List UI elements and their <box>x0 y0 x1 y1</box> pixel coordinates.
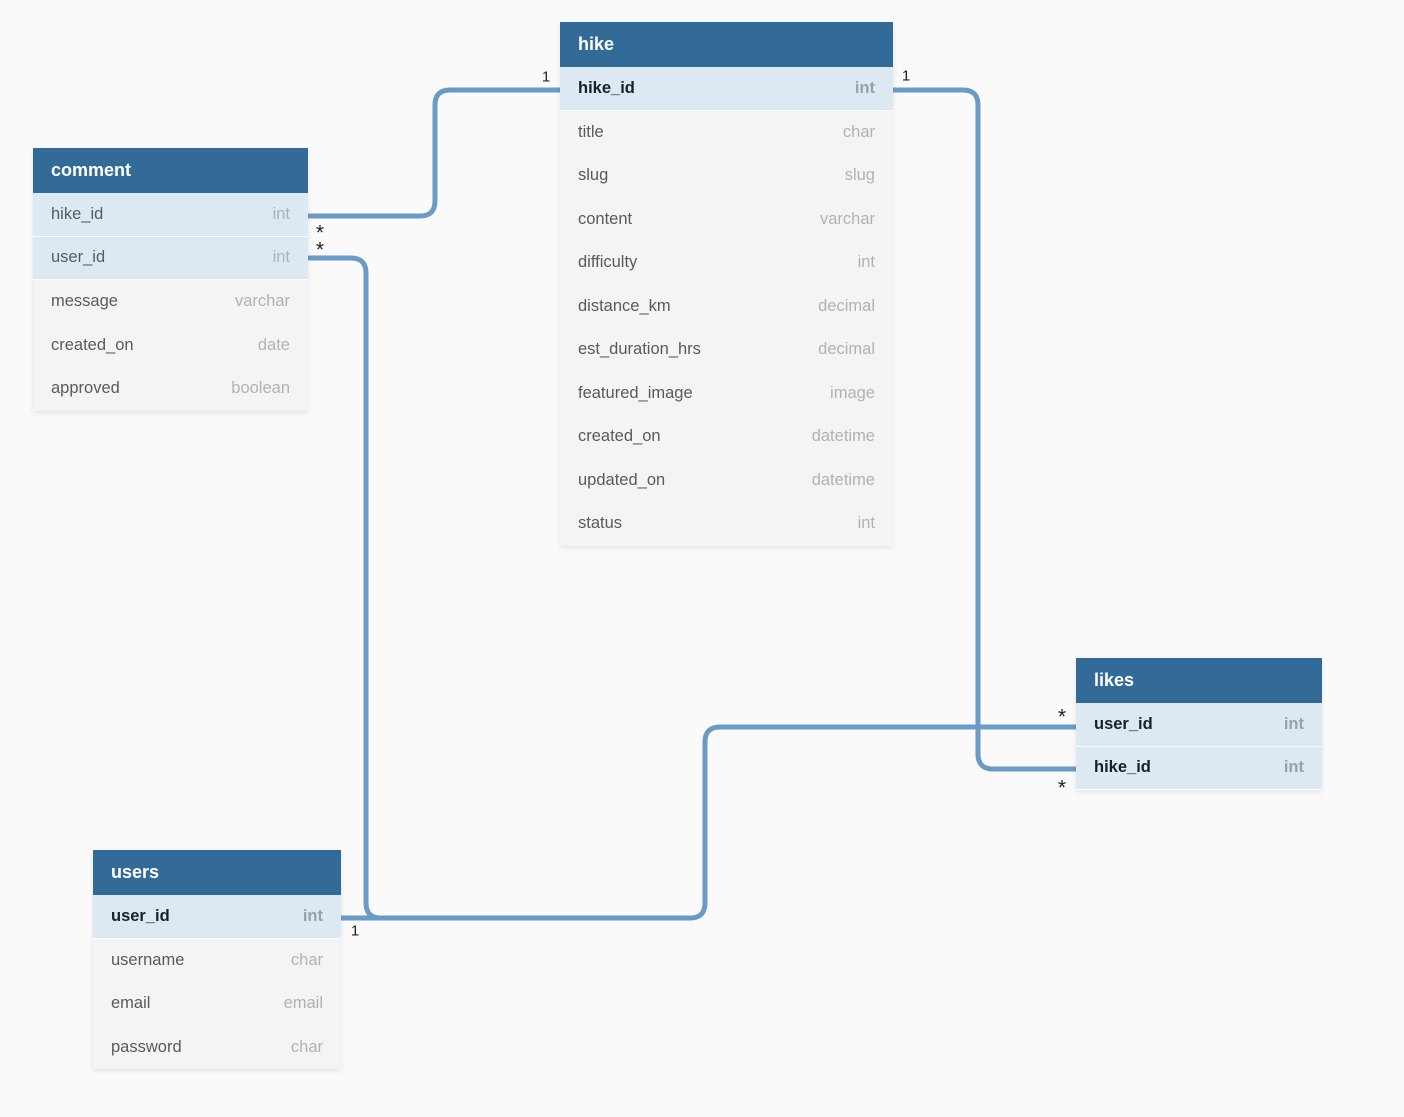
cardinality-label: * <box>1057 776 1067 800</box>
table-title: users <box>111 862 160 882</box>
table-header-users[interactable]: users <box>93 850 341 895</box>
field-row-hike-created_on[interactable]: created_on datetime <box>560 415 893 459</box>
field-row-hike-status[interactable]: status int <box>560 502 893 546</box>
field-name: password <box>111 1037 182 1056</box>
field-type: slug <box>844 166 875 185</box>
field-type: datetime <box>811 470 875 489</box>
field-name: title <box>578 122 604 141</box>
relationship-comment-hike_id-to-hike-hike_id[interactable] <box>308 87 560 219</box>
field-name: created_on <box>578 427 661 446</box>
relationship-users-user_id-to-likes-user_id[interactable] <box>341 724 1076 921</box>
field-row-hike-distance_km[interactable]: distance_km decimal <box>560 284 893 328</box>
field-type: int <box>857 253 875 272</box>
field-type: decimal <box>818 296 875 315</box>
field-row-users-username[interactable]: username char <box>93 938 341 982</box>
field-name: username <box>111 950 185 969</box>
field-name: user_id <box>1094 714 1153 733</box>
field-name: updated_on <box>578 470 666 489</box>
field-type: email <box>283 994 323 1013</box>
cardinality-label: * <box>315 238 325 262</box>
field-type: decimal <box>818 340 875 359</box>
field-row-hike-updated_on[interactable]: updated_on datetime <box>560 458 893 502</box>
field-type: boolean <box>231 379 290 398</box>
field-type: varchar <box>234 292 290 311</box>
field-name: message <box>51 292 118 311</box>
field-type: image <box>830 383 875 402</box>
table-header-likes[interactable]: likes <box>1076 658 1322 703</box>
table-header-hike[interactable]: hike <box>560 22 893 67</box>
field-type: int <box>272 204 290 223</box>
field-name: status <box>578 514 623 533</box>
field-row-comment-approved[interactable]: approved boolean <box>33 367 308 411</box>
table-title: likes <box>1094 670 1135 690</box>
field-type: char <box>290 1037 323 1056</box>
cardinality-label: * <box>1057 705 1067 729</box>
field-name: hike_id <box>578 78 635 97</box>
cardinality-label: * <box>315 221 325 245</box>
field-type: int <box>302 906 323 925</box>
field-row-hike-difficulty[interactable]: difficulty int <box>560 241 893 285</box>
field-row-likes-user_id[interactable]: user_id int <box>1076 703 1322 747</box>
field-name: user_id <box>111 906 170 925</box>
field-row-hike-est_duration_hrs[interactable]: est_duration_hrs decimal <box>560 328 893 372</box>
field-type: int <box>1283 758 1304 777</box>
field-name: hike_id <box>51 204 104 223</box>
field-row-comment-user_id[interactable]: user_id int <box>33 236 308 280</box>
field-type: varchar <box>819 209 875 228</box>
field-row-hike-title[interactable]: title char <box>560 110 893 154</box>
field-row-comment-hike_id[interactable]: hike_id int <box>33 193 308 237</box>
relationship-hike-hike_id-to-likes-hike_id[interactable] <box>893 87 1076 772</box>
field-name: est_duration_hrs <box>578 340 701 359</box>
field-name: email <box>111 994 151 1013</box>
field-name: difficulty <box>578 253 638 272</box>
field-type: char <box>842 122 875 141</box>
field-row-users-user_id[interactable]: user_id int <box>93 895 341 939</box>
field-row-comment-created_on[interactable]: created_on date <box>33 323 308 367</box>
field-row-hike-hike_id[interactable]: hike_id int <box>560 67 893 111</box>
field-name: approved <box>51 379 120 398</box>
field-name: hike_id <box>1094 758 1151 777</box>
field-name: slug <box>578 166 609 185</box>
field-row-hike-slug[interactable]: slug slug <box>560 154 893 198</box>
field-row-hike-content[interactable]: content varchar <box>560 197 893 241</box>
field-type: int <box>272 248 290 267</box>
field-type: int <box>854 78 875 97</box>
field-name: featured_image <box>578 383 693 402</box>
field-type: int <box>1283 714 1304 733</box>
field-name: created_on <box>51 335 134 354</box>
table-header-comment[interactable]: comment <box>33 148 308 193</box>
cardinality-label: 1 <box>541 68 551 86</box>
field-name: user_id <box>51 248 106 267</box>
field-type: int <box>857 514 875 533</box>
field-row-comment-message[interactable]: message varchar <box>33 280 308 324</box>
field-type: datetime <box>811 427 875 446</box>
field-type: date <box>257 335 290 354</box>
table-title: hike <box>578 34 615 54</box>
field-type: char <box>290 950 323 969</box>
cardinality-label: 1 <box>350 922 360 940</box>
relationship-comment-user_id-to-users-user_id[interactable] <box>308 255 393 921</box>
field-name: distance_km <box>578 296 671 315</box>
cardinality-label: 1 <box>901 67 911 85</box>
table-users[interactable]: users user_id int username char email email pas… <box>93 850 341 1069</box>
field-row-hike-featured_image[interactable]: featured_image image <box>560 371 893 415</box>
table-title: comment <box>51 160 132 180</box>
field-row-users-password[interactable]: password char <box>93 1025 341 1069</box>
field-row-likes-hike_id[interactable]: hike_id int <box>1076 746 1322 790</box>
field-name: content <box>578 209 633 228</box>
field-row-users-email[interactable]: email email <box>93 982 341 1026</box>
